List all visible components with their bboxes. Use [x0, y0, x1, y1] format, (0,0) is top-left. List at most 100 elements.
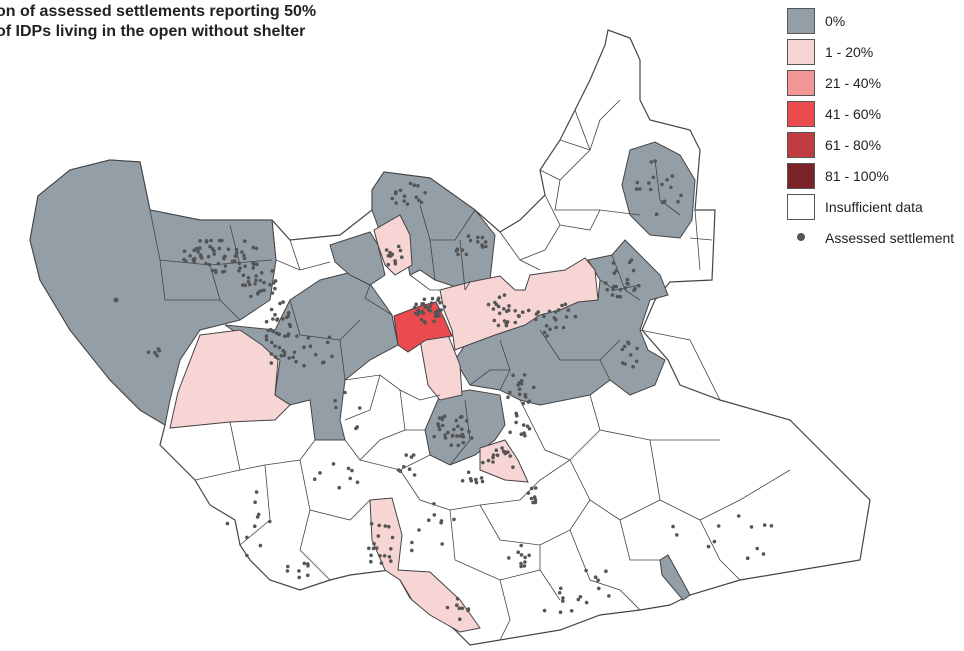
settlement-dot [429, 301, 434, 305]
settlement-dot [494, 448, 499, 453]
settlement-dot [503, 450, 508, 454]
settlement-dot [407, 467, 412, 472]
settlement-dot [458, 617, 462, 621]
settlement-dot [603, 281, 608, 285]
settlement-dot [308, 344, 313, 349]
settlement-dot [237, 268, 241, 273]
settlement-dot [387, 555, 392, 559]
settlement-dot [578, 595, 583, 599]
settlement-dot [533, 498, 538, 502]
settlement-dot [755, 546, 759, 551]
settlement-dot [369, 521, 374, 526]
settlement-dot [281, 300, 285, 304]
settlement-dot [297, 569, 301, 573]
settlement-dot [516, 550, 520, 554]
settlement-dot [470, 436, 474, 440]
settlement-dot [182, 249, 187, 253]
settlement-dot [560, 303, 564, 308]
settlement-dot [519, 561, 523, 566]
settlement-dot [437, 416, 442, 420]
settlement-dot [506, 395, 510, 400]
settlement-dot [561, 599, 565, 603]
settlement-dot [355, 480, 360, 485]
settlement-dot [496, 304, 501, 309]
settlement-dot [517, 392, 522, 397]
settlement-dot [620, 361, 625, 365]
settlement-dot [268, 282, 272, 287]
settlement-dot [430, 296, 435, 301]
settlement-dot [423, 191, 428, 195]
settlement-dot [422, 297, 427, 302]
settlement-dot [605, 287, 609, 292]
settlement-dot [204, 239, 209, 243]
settlement-dot [428, 304, 433, 309]
map-title-line-1: on of assessed settlements reporting 50% [0, 3, 317, 20]
settlement-dot [258, 543, 263, 548]
settlement-dot [626, 341, 631, 346]
settlement-dot [522, 373, 527, 377]
settlement-dot [476, 235, 480, 240]
settlement-dot [245, 553, 249, 558]
settlement-dot [408, 181, 413, 186]
settlement-dot [556, 308, 561, 312]
settlement-dot [440, 542, 445, 546]
settlement-dot [417, 310, 421, 315]
region-pink-centre [439, 257, 599, 351]
settlement-dot [196, 250, 200, 254]
settlement-dot [410, 540, 414, 545]
settlement-dot [302, 363, 306, 368]
settlement-dot [241, 273, 246, 278]
settlement-dot [596, 578, 600, 582]
settlement-dot [618, 294, 622, 299]
county-boundaries [194, 99, 791, 641]
settlement-dot [155, 353, 159, 358]
settlement-dot [647, 181, 651, 185]
settlement-dot [253, 282, 257, 286]
settlement-dot [292, 350, 297, 355]
settlement-dot [436, 422, 440, 426]
settlement-dot [439, 519, 444, 523]
settlement-dot [238, 266, 242, 270]
settlement-dot [607, 594, 611, 598]
settlement-dot [262, 280, 266, 285]
legend-item-insufficient: Insufficient data [787, 194, 962, 225]
settlement-dot [279, 353, 284, 358]
settlement-dot [464, 252, 469, 257]
settlement-dot [281, 317, 285, 321]
settlement-dot [623, 286, 628, 290]
settlement-dot [389, 559, 393, 563]
settlement-dot [225, 521, 230, 526]
settlement-dot [374, 546, 379, 550]
settlement-dot [243, 239, 247, 243]
settlement-dot [493, 300, 497, 305]
settlement-dot [443, 436, 448, 440]
settlement-dot [302, 345, 306, 350]
settlement-dot [251, 262, 256, 267]
settlement-dot [414, 302, 419, 307]
settlement-dot [495, 453, 500, 458]
settlement-dot [466, 470, 471, 475]
settlement-dot [456, 443, 461, 448]
settlement-dot [358, 406, 362, 410]
settlement-dot [393, 191, 398, 196]
settlement-dot [566, 308, 571, 312]
settlement-dot [247, 282, 252, 287]
settlement-dot [514, 420, 518, 425]
settlement-dot [558, 610, 563, 614]
settlement-dot [283, 334, 287, 339]
settlement-dot [436, 313, 441, 318]
settlement-dot [337, 485, 342, 490]
settlement-dot [327, 335, 332, 340]
settlement-dot [245, 535, 249, 540]
settlement-dot [548, 327, 552, 332]
settlement-dot [569, 609, 574, 613]
settlement-dot [454, 249, 459, 253]
settlement-dot [258, 278, 263, 283]
settlement-dot [468, 477, 473, 481]
settlement-dot [275, 317, 280, 321]
settlement-dot [390, 535, 395, 540]
legend-label-zero: 0% [825, 13, 846, 29]
settlement-dot [514, 411, 518, 416]
settlement-dot [210, 246, 215, 251]
settlement-dot [460, 606, 465, 611]
